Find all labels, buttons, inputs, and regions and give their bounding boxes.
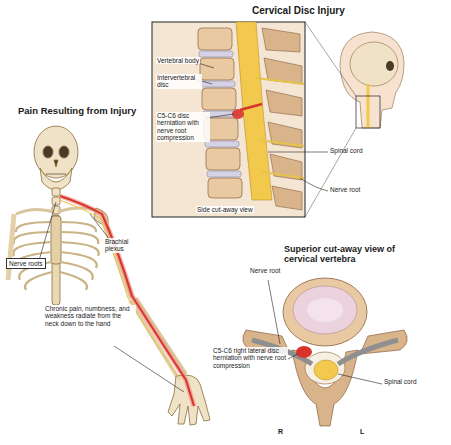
panel-title: Superior cut-away view of cervical verte… [284,244,424,265]
view-caption: Side cut-away view [196,206,254,213]
callout-label: C5-C6 disc herniation with nerve root co… [156,112,210,142]
part-label: Nerve root [330,186,360,193]
head-inset [305,22,404,217]
part-label: Brachial plexus [104,238,148,253]
part-label: Nerve root [250,267,280,274]
callout-label: C5-C6 right lateral disc herniation with… [212,347,288,369]
part-label: Spinal cord [384,378,417,385]
side-marker: R [278,428,283,436]
section-title: Pain Resulting from Injury [18,106,136,117]
part-label: Nerve roots [6,258,46,269]
panel-title: Cervical Disc Injury [252,5,345,17]
symptom-note: Chronic pain, numbness, and weakness rad… [44,305,136,327]
spine-cutaway [152,22,328,217]
part-label: Vertebral body [156,57,200,64]
part-label: Spinal cord [330,147,363,154]
side-marker: L [360,428,364,436]
part-label: Intervertebral disc [156,74,202,89]
